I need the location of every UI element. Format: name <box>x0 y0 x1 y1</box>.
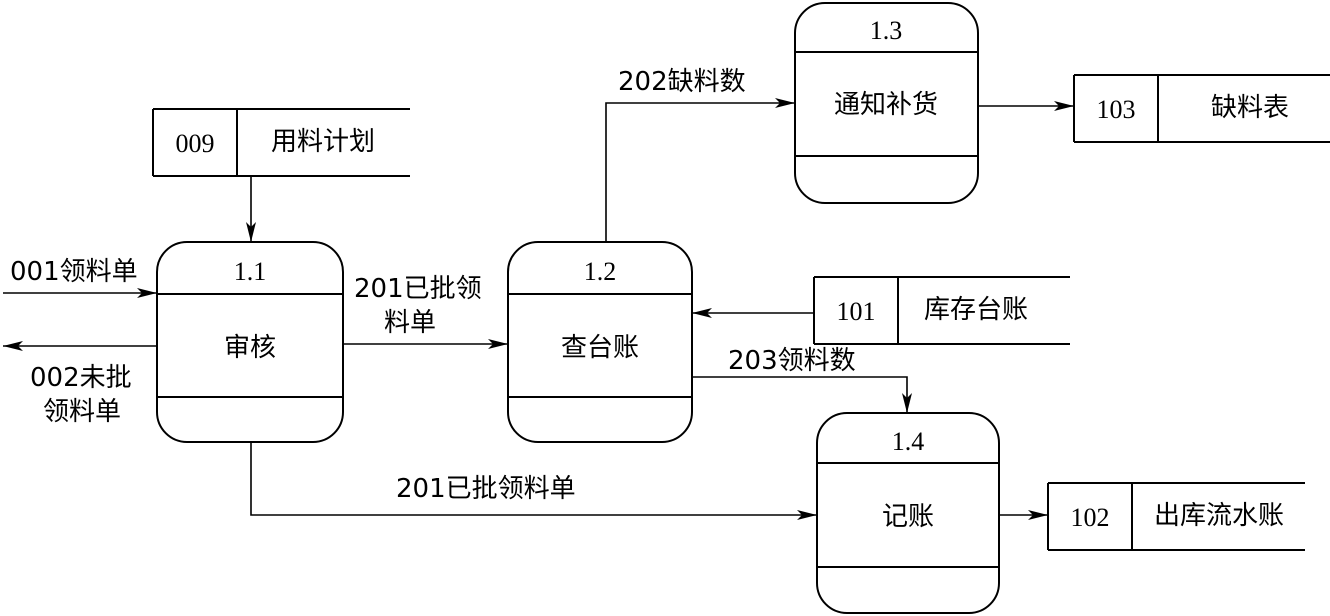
flow-arrow-201-to-1-4 <box>250 442 817 520</box>
flow-arrow-202-to-1-3 <box>605 98 795 242</box>
process-name: 记账 <box>882 502 934 532</box>
data-store-103: 103 缺料表 <box>1073 74 1330 143</box>
flow-label-201a-line1: 201已批领 <box>354 274 482 304</box>
flow-label-202: 202缺料数 <box>618 67 746 97</box>
process-number: 1.2 <box>584 257 617 286</box>
flow-label-201a-line2: 料单 <box>384 308 436 338</box>
flow-label-203: 203领料数 <box>728 346 856 376</box>
store-name: 用料计划 <box>271 127 375 157</box>
process-1-2: 1.2 查台账 <box>507 241 693 443</box>
process-1-1: 1.1 审核 <box>156 241 344 443</box>
process-number: 1.1 <box>234 257 267 286</box>
flow-label-002-line1: 002未批 <box>30 363 132 393</box>
process-1-4: 1.4 记账 <box>816 412 1000 614</box>
store-code: 102 <box>1071 503 1110 532</box>
process-number: 1.4 <box>892 427 925 456</box>
flow-label-201b: 201已批领料单 <box>396 474 576 504</box>
data-store-102: 102 出库流水账 <box>1047 482 1305 551</box>
store-name: 库存台账 <box>924 295 1028 325</box>
store-name: 出库流水账 <box>1154 501 1284 531</box>
process-1-3: 1.3 通知补货 <box>794 2 979 204</box>
store-code: 009 <box>176 129 215 158</box>
flow-label-001: 001领料单 <box>10 257 138 287</box>
store-code: 103 <box>1097 95 1136 124</box>
process-name: 通知补货 <box>834 90 938 120</box>
flow-label-002-line2: 领料单 <box>43 397 121 427</box>
store-code: 101 <box>837 297 876 326</box>
process-name: 查台账 <box>561 333 639 363</box>
store-name: 缺料表 <box>1211 93 1289 123</box>
flow-arrow-203-to-1-4 <box>692 376 912 413</box>
data-store-009: 009 用料计划 <box>152 108 410 177</box>
process-number: 1.3 <box>870 16 903 45</box>
data-store-101: 101 库存台账 <box>813 276 1070 345</box>
process-name: 审核 <box>224 333 276 363</box>
